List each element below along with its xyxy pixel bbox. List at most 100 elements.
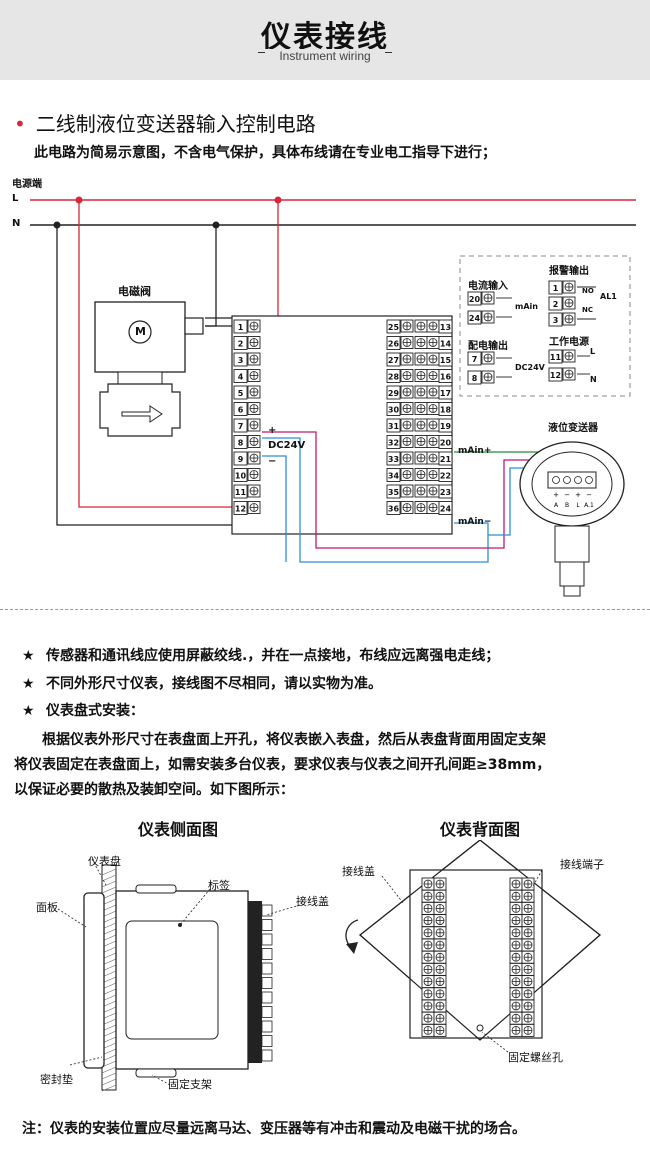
back-terminal [509, 889, 523, 903]
terminal-30-screw-b [414, 402, 428, 415]
back-terminal [421, 901, 435, 915]
back-terminal [509, 975, 523, 989]
terminal-36-label: 36 [386, 501, 401, 515]
terminal-20-screw [426, 435, 440, 448]
legend-terminal-2-label: 2 [548, 296, 563, 311]
section-title-text: 二线制液位变送器输入控制电路 [35, 112, 316, 136]
front-face [83, 892, 105, 1069]
legend-al1: AL1 [600, 292, 617, 301]
legend-terminal-2-screw [562, 296, 576, 310]
svg-text:9: 9 [238, 455, 244, 464]
terminal-30-screw [400, 402, 414, 415]
back-terminal [521, 975, 535, 989]
svg-text:3: 3 [238, 356, 244, 365]
back-terminal [433, 938, 447, 952]
svg-text:25: 25 [388, 323, 400, 332]
legend-wp-n: N [590, 375, 597, 384]
terminal-27-screw-b [414, 352, 428, 366]
legend-terminal-24-label: 24 [467, 310, 482, 325]
svg-text:15: 15 [440, 356, 452, 365]
terminal-25-screw [400, 319, 414, 333]
terminal-label: 接线端子 [560, 858, 604, 871]
back-terminal [509, 1023, 523, 1037]
back-terminal [433, 962, 447, 976]
side-view-diagram [57, 858, 301, 1092]
terminal-26-label: 26 [386, 336, 401, 350]
svg-text:10: 10 [235, 472, 247, 481]
legend-terminal-1-label: 1 [548, 280, 563, 295]
bracket-label: 固定支架 [168, 1078, 212, 1091]
back-terminal [433, 901, 447, 915]
terminal-17-screw [426, 385, 440, 399]
terminal-13-label: 13 [438, 319, 453, 334]
back-terminal [509, 950, 523, 964]
back-terminal [433, 999, 447, 1013]
terminal-35-screw [400, 484, 414, 498]
wire-neutral-valve [205, 225, 217, 327]
svg-text:34: 34 [388, 472, 400, 481]
side-terminal [261, 904, 273, 917]
back-terminal [421, 938, 435, 952]
back-terminal [433, 926, 447, 940]
back-terminal [433, 877, 447, 891]
svg-text:36: 36 [388, 505, 400, 514]
back-terminal [433, 1023, 447, 1037]
terminal-27-label: 27 [386, 352, 401, 367]
back-terminal [521, 962, 535, 976]
svg-text:8: 8 [238, 439, 244, 448]
terminal-24-screw [426, 501, 440, 514]
back-view-title: 仪表背面图 [440, 820, 521, 839]
level-transmitter: +A−B+L−A.1 [519, 441, 625, 597]
legend-nc: NC [582, 306, 593, 314]
terminal-32-screw [400, 435, 414, 448]
terminal-28-screw [400, 369, 414, 382]
page-header: 仪表接线 Instrument wiring [0, 0, 650, 80]
transmitter-label: 液位变送器 [548, 423, 598, 434]
star-icon: ★ [22, 703, 35, 719]
main-minus-label: mAin− [458, 517, 492, 527]
terminal-29-label: 29 [386, 385, 401, 400]
terminal-6-label: 6 [233, 402, 248, 416]
main-plus-label: mAin+ [458, 446, 492, 456]
terminal-28-label: 28 [386, 369, 401, 383]
terminal-21-screw [426, 451, 440, 465]
power-label: 电源端 [12, 179, 42, 190]
valve-label: 电磁阀 [118, 285, 151, 298]
side-terminal [261, 977, 273, 989]
right-terminal-strip: 2526272829303132333435361314151617181920… [386, 319, 453, 515]
svg-text:32: 32 [388, 439, 399, 448]
terminal-28-screw-b [414, 369, 428, 382]
side-terminal [261, 1006, 273, 1018]
wire-neutral-t12 [56, 225, 240, 526]
legend-terminal-12-screw [562, 367, 576, 381]
terminal-cover [248, 901, 262, 1063]
terminal-22-label: 22 [438, 468, 453, 482]
legend-terminal-11-label: 11 [548, 349, 563, 364]
back-terminal [509, 901, 523, 915]
legend-terminal-3-label: 3 [548, 312, 563, 327]
back-terminal [421, 987, 435, 1001]
terminal-1-label: 1 [233, 319, 248, 334]
terminal-33-screw-b [414, 451, 428, 465]
line-l-label: L [12, 193, 19, 204]
page-subtitle: Instrument wiring [265, 49, 385, 63]
terminal-20-label: 20 [438, 435, 453, 449]
svg-text:+: + [553, 491, 559, 499]
bullet-item: ★不同外形尺寸仪表，接线图不尽相同，请以实物为准。 [22, 676, 382, 692]
svg-text:16: 16 [440, 373, 452, 382]
face-label: 面板 [36, 901, 58, 914]
svg-text:1: 1 [238, 323, 244, 332]
svg-text:11: 11 [550, 353, 562, 362]
terminal-33-label: 33 [386, 451, 401, 466]
back-terminal [521, 889, 535, 903]
back-terminal [521, 1011, 535, 1025]
back-terminal [521, 877, 535, 891]
screw-hole-label: 固定螺丝孔 [508, 1051, 563, 1064]
terminal-33-screw [400, 451, 414, 465]
back-terminal [433, 1011, 447, 1025]
terminal-2-label: 2 [233, 336, 248, 350]
svg-text:33: 33 [388, 455, 399, 464]
svg-text:8: 8 [472, 374, 478, 383]
